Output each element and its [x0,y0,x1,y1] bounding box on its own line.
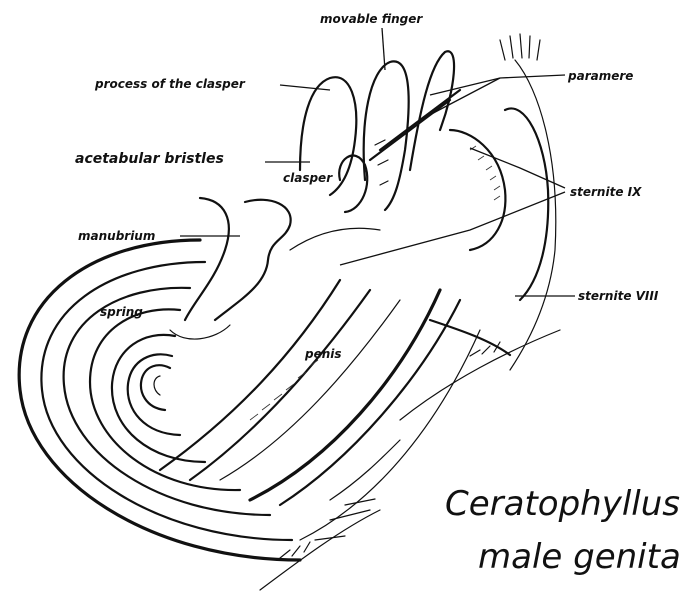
label-process-of-clasper: process of the clasper [94,77,246,91]
label-clasper: clasper [283,171,333,185]
penis-body [160,280,480,540]
caption-line-2: male genitali [478,537,681,577]
label-paramere: paramere [567,69,633,83]
label-movable-finger: movable finger [320,12,423,26]
caption-line-1-text: Ceratophyllus [445,484,681,524]
caption-line-1: Ceratophyllus id [445,484,681,524]
label-penis: penis [304,347,342,361]
label-sternite-viii: sternite VIII [578,289,659,303]
label-sternite-ix: sternite IX [570,185,642,199]
paramere-shape [370,34,556,370]
leader-lines [180,28,575,296]
label-spring: spring [100,305,143,319]
manubrium-shape [170,198,291,339]
label-manubrium: manubrium [78,229,155,243]
label-acetabular-bristles: acetabular bristles [75,151,224,167]
spring-coils [19,240,300,560]
clasper-shape [290,77,380,250]
